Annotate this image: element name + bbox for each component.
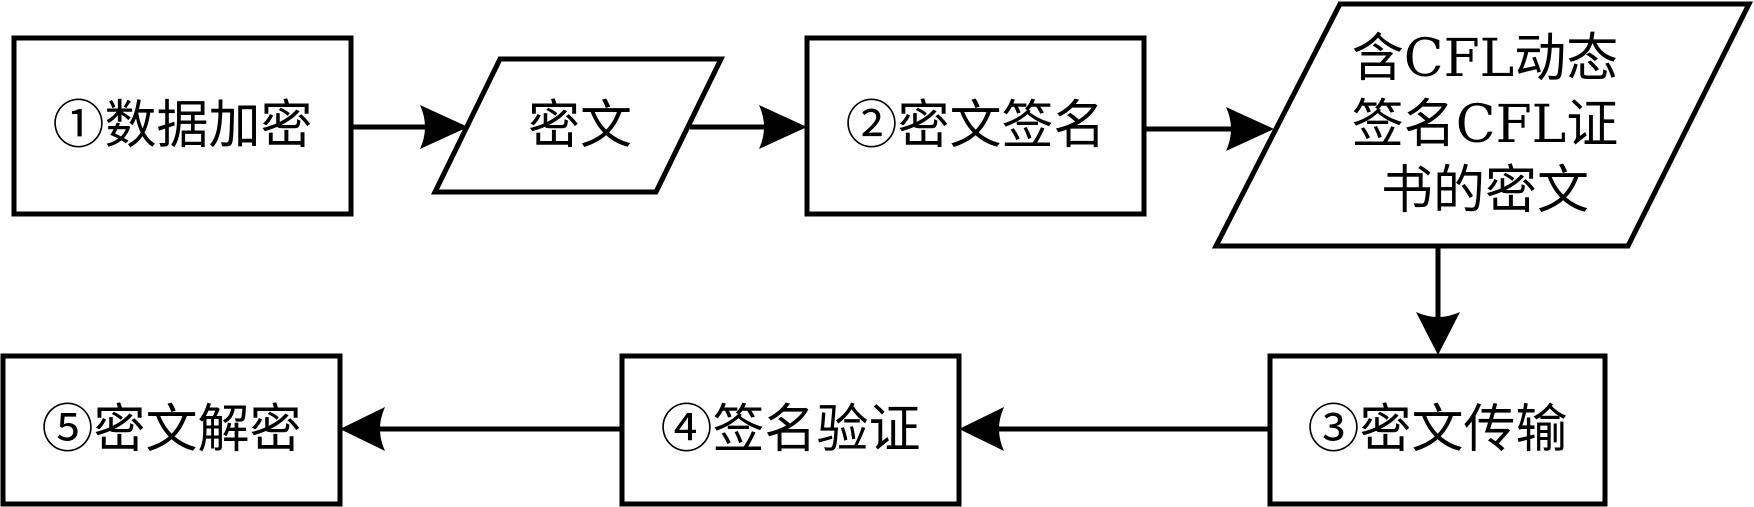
- node-step5-label: ⑤密文解密: [41, 400, 302, 460]
- node-cipher2-line-2: 签名CFL证: [1351, 95, 1619, 155]
- edge-cipher1-to-step2: [690, 105, 807, 149]
- node-cipher2-line-1: 含CFL动态: [1351, 29, 1619, 89]
- node-step1-box: [11, 35, 354, 217]
- node-cipher2-line-3: 书的密文: [1380, 161, 1589, 221]
- arrowhead-right-icon: [759, 105, 807, 149]
- edge-step2-to-cipher2: [1144, 107, 1274, 151]
- node-step2-box: [804, 35, 1147, 217]
- node-step2-label: ②密文签名: [845, 96, 1106, 156]
- edge-step3-to-step4: [959, 407, 1270, 451]
- node-cipher2-parallelogram: [1211, 1, 1754, 249]
- node-step5-box: [0, 353, 343, 507]
- arrowhead-down-icon: [1416, 312, 1460, 355]
- node-step1-label: ①数据加密: [52, 96, 313, 156]
- node-cipher1-parallelogram: [430, 56, 726, 195]
- edge-step4-to-step5: [340, 407, 622, 451]
- node-cipher2-label: 含CFL动态 签名CFL证 书的密文: [1290, 10, 1680, 240]
- node-step3-box: [1267, 353, 1608, 507]
- arrowhead-right-icon: [1226, 107, 1274, 151]
- node-step3-label: ③密文传输: [1307, 400, 1568, 460]
- node-step4-label: ④签名验证: [660, 400, 921, 460]
- arrowhead-right-icon: [420, 105, 468, 149]
- arrowhead-left-icon: [959, 407, 1004, 451]
- node-cipher1-label: 密文: [527, 95, 632, 156]
- arrowhead-left-icon: [340, 407, 385, 451]
- edge-cipher2-to-step3: [1416, 246, 1460, 355]
- edge-step1-to-cipher1: [351, 105, 468, 149]
